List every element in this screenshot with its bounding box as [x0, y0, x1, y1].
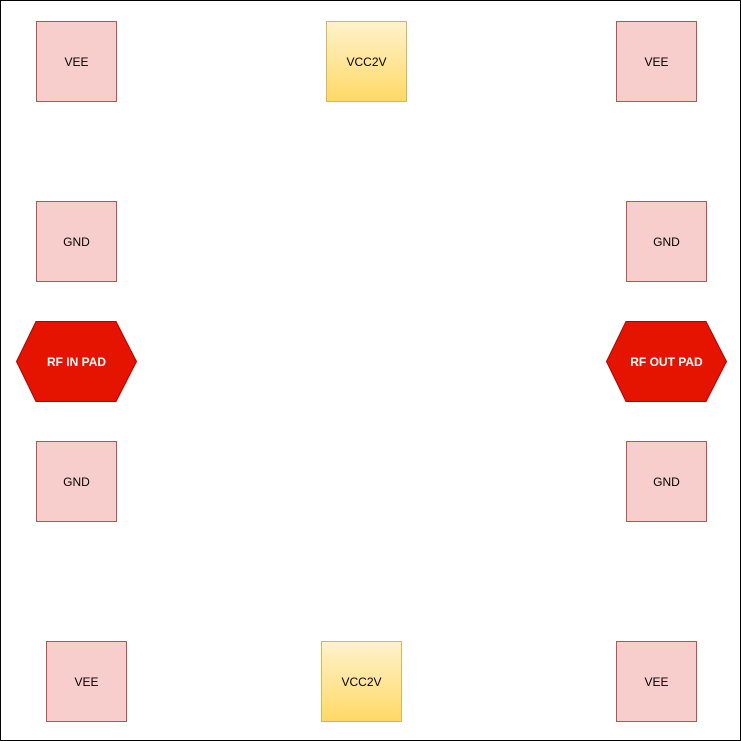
rf-out-hexagon-shape [606, 321, 727, 402]
pad-top-left-vee[interactable]: VEE [36, 21, 117, 102]
pad-left-upper-gnd[interactable]: GND [36, 201, 117, 282]
rf-in-hexagon-shape [16, 321, 137, 402]
rf-in-pad[interactable]: RF IN PAD [16, 321, 137, 402]
rf-out-label: RF OUT PAD [630, 354, 703, 369]
pad-top-right-vee[interactable]: VEE [616, 21, 697, 102]
pad-right-lower-gnd[interactable]: GND [626, 441, 707, 522]
pad-left-lower-gnd[interactable]: GND [36, 441, 117, 522]
pad-bottom-right-vee[interactable]: VEE [616, 641, 697, 722]
rf-out-pad[interactable]: RF OUT PAD [606, 321, 727, 402]
pad-right-upper-gnd[interactable]: GND [626, 201, 707, 282]
pad-top-center-vcc[interactable]: VCC2V [326, 21, 407, 102]
rf-in-label: RF IN PAD [46, 354, 107, 369]
pad-bottom-center-vcc[interactable]: VCC2V [321, 641, 402, 722]
pad-bottom-left-vee[interactable]: VEE [46, 641, 127, 722]
